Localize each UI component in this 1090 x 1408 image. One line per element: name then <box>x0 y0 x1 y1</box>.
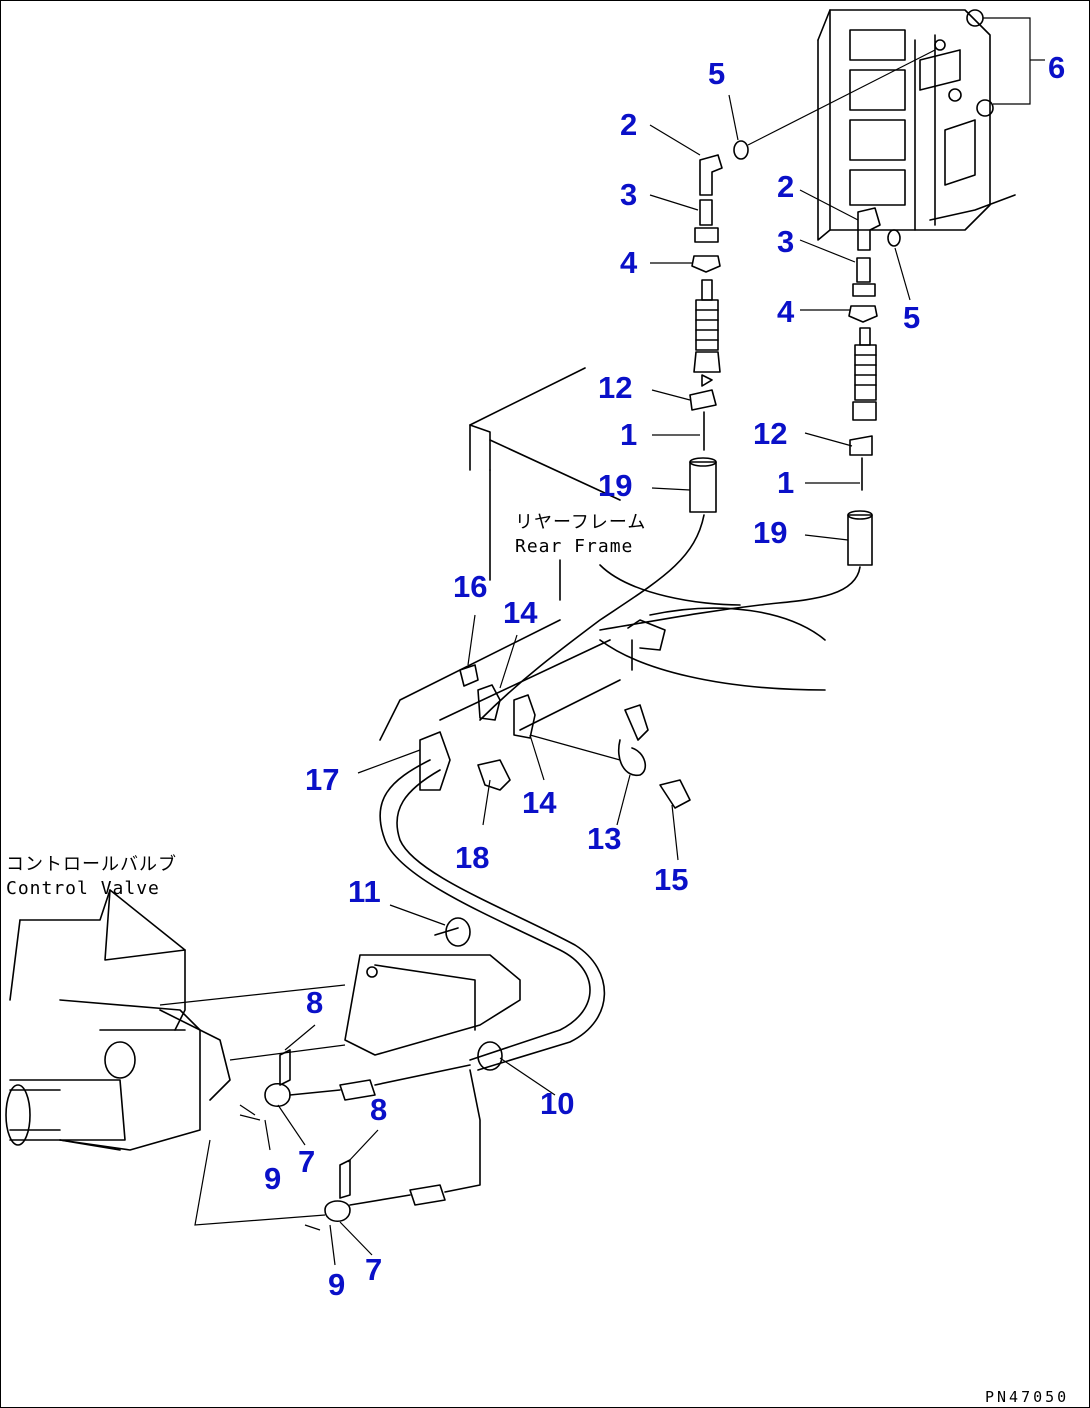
callout-9-lower: 9 <box>328 1267 345 1302</box>
callout-13: 13 <box>587 821 621 856</box>
callout-14-lower: 14 <box>522 785 557 820</box>
callout-4-left: 4 <box>620 245 638 280</box>
callout-5-upper: 5 <box>708 56 725 91</box>
callout-3-left: 3 <box>620 177 637 212</box>
callout-5-right: 5 <box>903 300 920 335</box>
callout-9-upper: 9 <box>264 1161 281 1196</box>
rear-frame-label-jp: リヤーフレーム <box>515 512 646 533</box>
callout-2-left: 2 <box>620 107 637 142</box>
callout-17: 17 <box>305 762 339 797</box>
control-valve-label-en: Control Valve <box>6 878 160 899</box>
callout-12-right: 12 <box>753 416 787 451</box>
callout-8-lower: 8 <box>370 1092 387 1127</box>
callout-16: 16 <box>453 569 487 604</box>
callout-3-right: 3 <box>777 224 794 259</box>
control-valve-label-jp: コントロールバルブ <box>6 853 177 875</box>
clamps <box>419 664 691 809</box>
valve-block <box>817 9 1016 241</box>
left-hose-fitting <box>479 49 936 721</box>
callout-7-upper: 7 <box>298 1144 315 1179</box>
rear-frame-label-en: Rear Frame <box>515 536 633 557</box>
right-hose-fitting <box>599 207 901 631</box>
linkage-upper <box>239 1049 471 1121</box>
cable-end <box>529 704 649 776</box>
callout-15: 15 <box>654 862 688 897</box>
callout-11: 11 <box>348 874 381 909</box>
callout-7-lower: 7 <box>365 1252 382 1287</box>
callout-6: 6 <box>1048 50 1065 85</box>
drawing-code: PN47050 <box>985 1388 1069 1406</box>
callout-4-right: 4 <box>777 294 795 329</box>
control-valve <box>5 889 231 1151</box>
callout-19-left: 19 <box>598 468 632 503</box>
callout-12-left: 12 <box>598 370 632 405</box>
callout-14-upper: 14 <box>503 595 538 630</box>
callout-19-right: 19 <box>753 515 787 550</box>
callout-18: 18 <box>455 840 489 875</box>
bracket <box>159 917 521 1071</box>
callout-2-right: 2 <box>777 169 794 204</box>
callout-10: 10 <box>540 1086 574 1121</box>
cable-loop <box>379 759 591 1061</box>
callout-1-right: 1 <box>777 465 794 500</box>
linkage-lower <box>194 1069 481 1231</box>
callout-1-left: 1 <box>620 417 637 452</box>
callout-8-upper: 8 <box>306 985 323 1020</box>
leader-lines <box>264 94 911 1266</box>
rear-frame <box>379 367 826 741</box>
